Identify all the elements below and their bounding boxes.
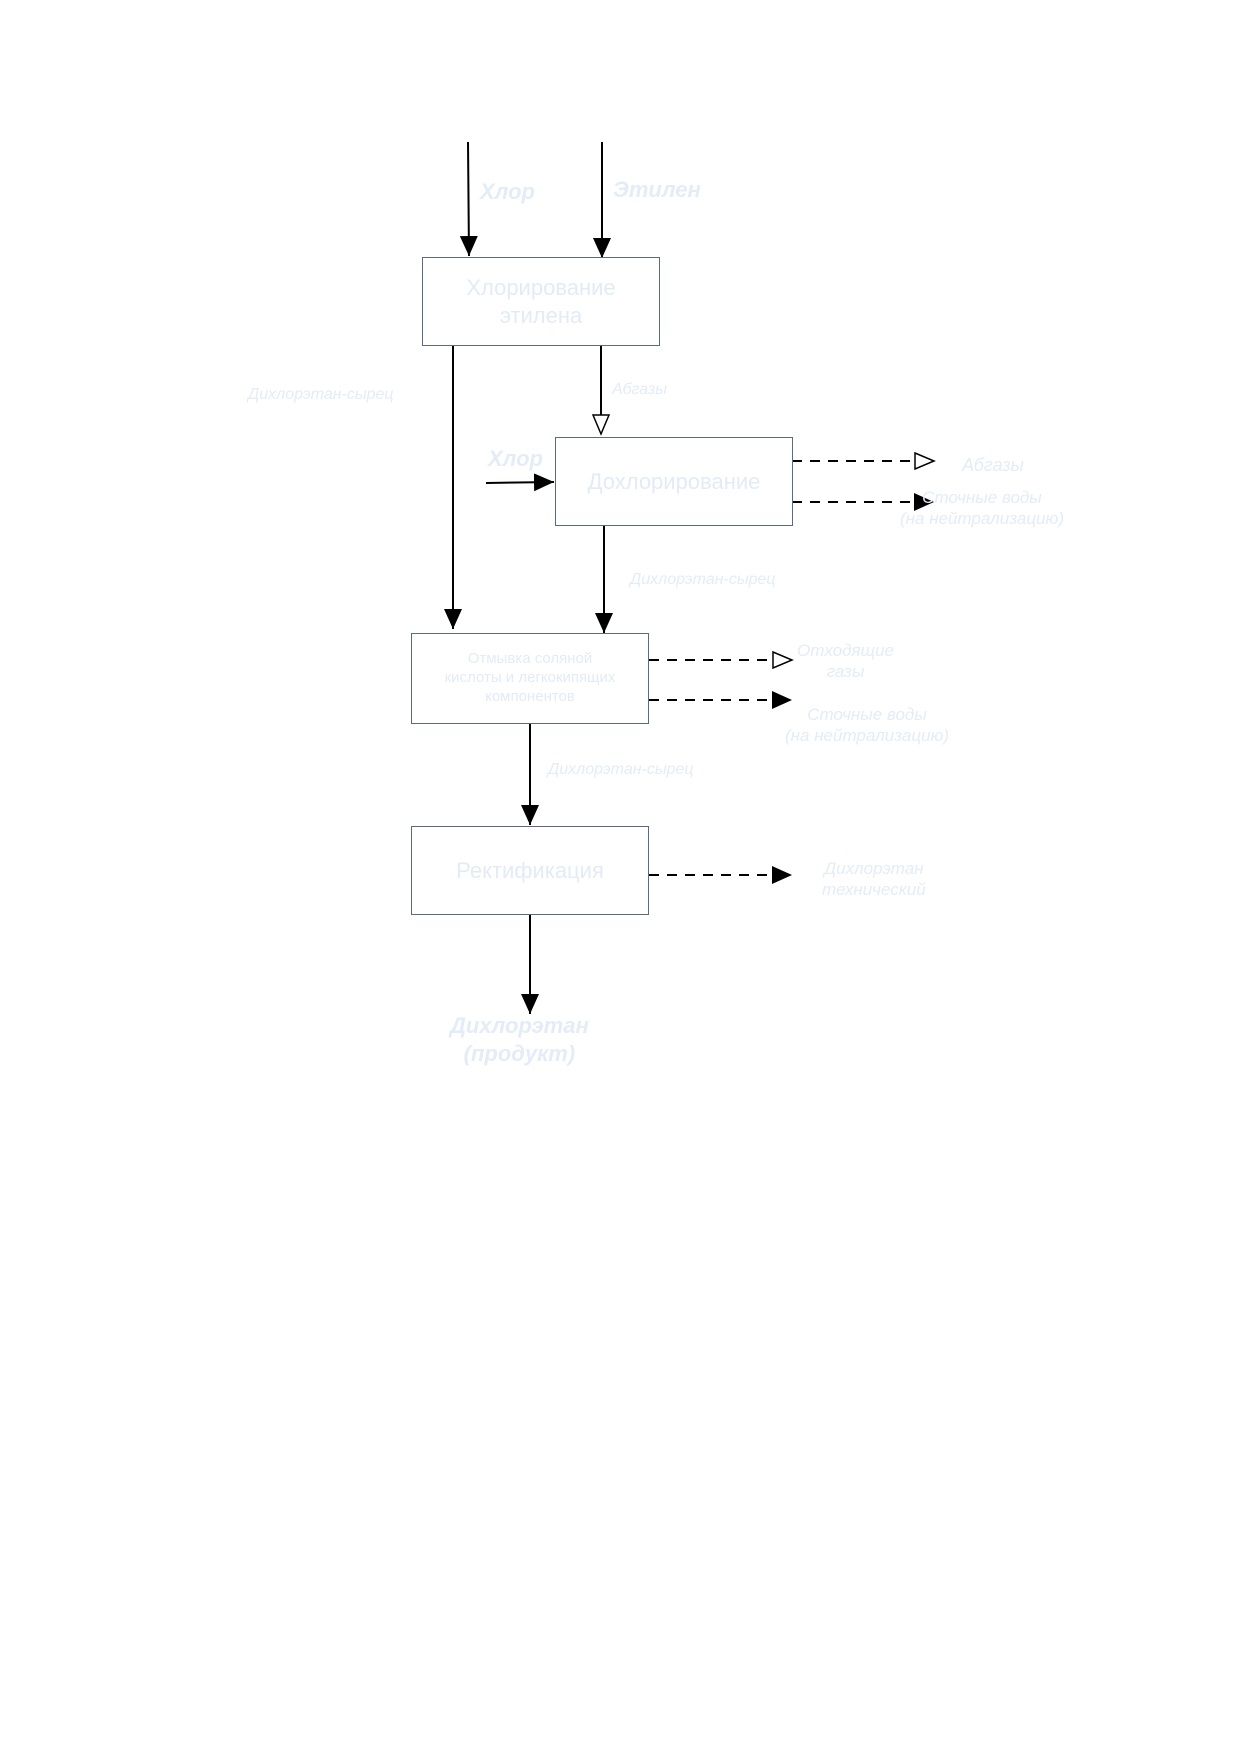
label-wastewater-1: Сточные воды (на нейтрализацию)	[900, 488, 1064, 529]
box-rectification: Ректификация	[411, 826, 649, 915]
box-chlorination: Хлорирование этилена	[422, 257, 660, 346]
label-ethylene: Этилен	[613, 177, 701, 202]
label-abgases-1: Абгазы	[612, 381, 667, 398]
label-dce-raw-left: Дихлорэтан-сырец	[248, 386, 394, 403]
label-chlorine-side: Хлор	[488, 446, 543, 471]
label-chlorine-top: Хлор	[480, 179, 535, 204]
label-dce-raw-bottom: Дихлорэтан-сырец	[548, 761, 694, 778]
box-washing: Отмывка соляной кислоты и легкокипящих к…	[411, 633, 649, 724]
label-dce-technical: Дихлорэтан технический	[822, 859, 926, 900]
label-abgases-2: Абгазы	[962, 455, 1024, 475]
label-offgases: Отходящие газы	[797, 641, 895, 682]
label-product: Дихлорэтан (продукт)	[450, 1013, 589, 1066]
label-dce-raw-middle: Дихлорэтан-сырец	[630, 571, 776, 588]
box-postchlorination: Дохлорирование	[555, 437, 793, 526]
arrow-chlorine-in	[459, 141, 478, 257]
label-wastewater-2: Сточные воды (на нейтрализацию)	[785, 705, 949, 746]
arrow-chlorine-side	[485, 473, 555, 492]
